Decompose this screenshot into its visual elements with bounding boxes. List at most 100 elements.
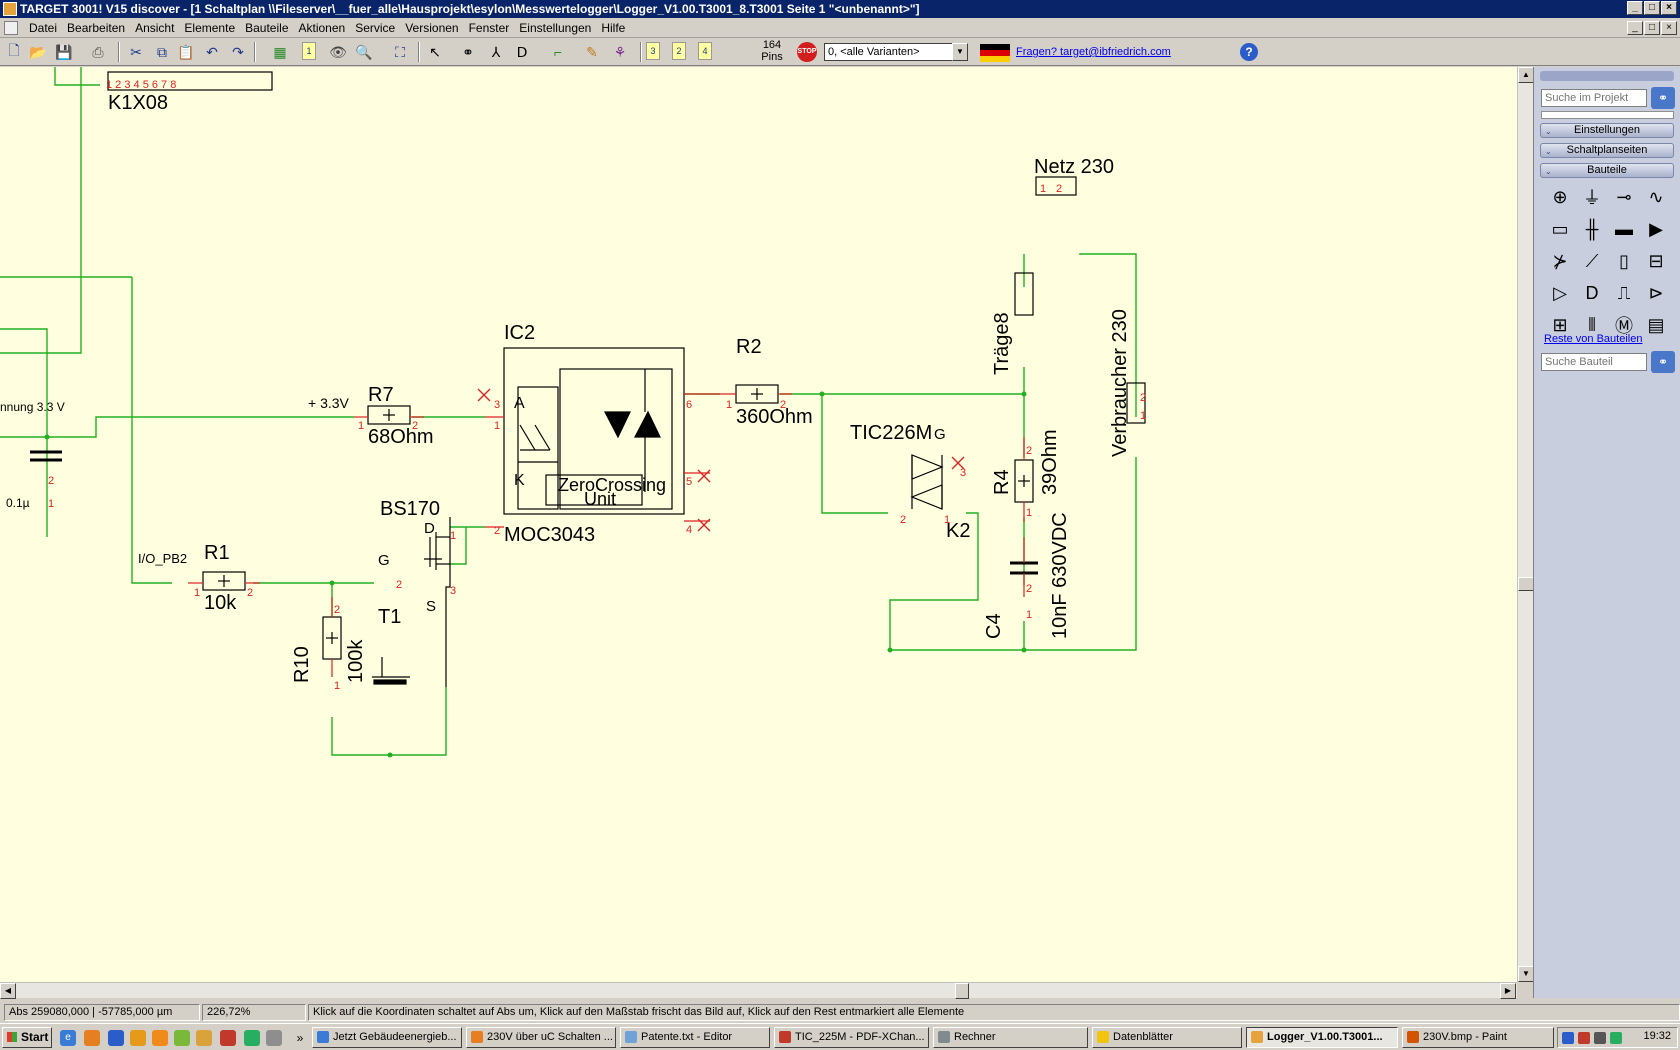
menu-item[interactable]: Versionen (405, 21, 459, 35)
menu-item[interactable]: Service (355, 21, 396, 35)
bus-icon[interactable]: ⌐ (553, 44, 563, 60)
gate-icon[interactable]: D (1585, 282, 1599, 303)
menu-item[interactable]: Fenster (468, 21, 510, 35)
panel-grip[interactable] (1540, 71, 1674, 81)
zoom-icon[interactable]: 🔍 (355, 43, 373, 60)
scroll-up-icon[interactable]: ▲ (1518, 67, 1534, 83)
tray-app-icon[interactable] (1610, 1032, 1622, 1044)
section-einstellungen[interactable]: ⌄ Einstellungen (1540, 123, 1674, 138)
clock-icon[interactable]: ⎍ (1617, 282, 1631, 303)
project-search-input[interactable] (1541, 89, 1647, 107)
variant-select[interactable]: 0, <alle Varianten> (824, 43, 967, 61)
open-icon[interactable]: 📂 (29, 43, 47, 60)
scroll-left-icon[interactable]: ◀ (0, 983, 16, 999)
firefox-icon[interactable] (84, 1030, 100, 1046)
rest-parts-link[interactable]: Reste von Bauteilen (1544, 333, 1643, 345)
task-button[interactable]: Patente.txt - Editor (620, 1027, 770, 1048)
zoom-readout[interactable]: 226,72% (202, 1004, 306, 1021)
pointer-icon[interactable]: ↖ (429, 43, 441, 60)
start-button[interactable]: Start (2, 1027, 52, 1048)
transistor-icon[interactable]: ⊁ (1552, 250, 1568, 271)
menu-item[interactable]: Aktionen (298, 21, 346, 35)
save-icon[interactable]: 💾 (55, 43, 73, 60)
wire-icon[interactable]: ⅄ (491, 43, 501, 60)
measure-icon[interactable]: ⚘ (613, 43, 627, 60)
mdi-restore-button[interactable]: □ (1644, 21, 1660, 35)
task-button[interactable]: TIC_225M - PDF-XChan... (774, 1027, 929, 1048)
stop-button[interactable]: STOP (797, 42, 817, 62)
binoculars-icon[interactable]: ⚭ (1651, 351, 1675, 373)
task-button[interactable]: Rechner (933, 1027, 1088, 1048)
task-button[interactable]: Jetzt Gebäudeenergieb... (312, 1027, 462, 1048)
box-icon[interactable] (196, 1030, 212, 1046)
opamp-icon[interactable]: ▷ (1553, 282, 1567, 303)
mdi-minimize-button[interactable]: _ (1627, 21, 1643, 35)
copy-icon[interactable]: ⧉ (157, 43, 167, 60)
ie-icon[interactable]: e (60, 1030, 76, 1046)
new-icon[interactable]: 🗋 (8, 42, 20, 58)
motor-icon[interactable]: Ⓜ (1615, 316, 1633, 336)
print-icon[interactable]: ⎙ (92, 43, 104, 60)
task-button[interactable]: 230V.bmp - Paint (1402, 1027, 1554, 1048)
display-icon[interactable]: ▤ (1647, 314, 1665, 335)
diode-icon[interactable]: ▶ (1649, 218, 1663, 239)
component-icon[interactable]: ▦ (273, 43, 287, 60)
menu-item[interactable]: Bauteile (245, 21, 289, 35)
battery-icon[interactable]: ▬ (1615, 218, 1633, 239)
view-icon[interactable]: 👁 (329, 43, 347, 60)
scroll-right-icon[interactable]: ▶ (1500, 983, 1516, 999)
section-schaltplanseiten[interactable]: ⌄ Schaltplanseiten (1540, 143, 1674, 158)
security-icon[interactable] (1578, 1032, 1590, 1044)
menu-item[interactable]: Ansicht (135, 21, 175, 35)
task-button-active[interactable]: Logger_V1.00.T3001... (1246, 1027, 1398, 1048)
undo-icon[interactable]: ↶ (206, 43, 218, 60)
binoculars-icon[interactable]: ⚭ (1651, 87, 1675, 109)
horizontal-scroll-thumb[interactable] (955, 983, 969, 999)
chevron-down-icon[interactable]: ▼ (952, 43, 968, 61)
zoom-fit-icon[interactable]: ⛶ (395, 43, 405, 60)
menu-item[interactable]: Einstellungen (519, 21, 592, 35)
brush-icon[interactable]: ✎ (586, 43, 598, 60)
minimize-button[interactable]: _ (1627, 1, 1643, 15)
task-button[interactable]: Datenblätter (1092, 1027, 1242, 1048)
target-quicklaunch-icon[interactable] (244, 1030, 260, 1046)
help-icon[interactable]: ? (1240, 43, 1258, 61)
openoffice-icon[interactable] (220, 1030, 236, 1046)
document-icon[interactable] (4, 21, 18, 35)
gate-tool-icon[interactable]: ᗞ (516, 43, 528, 60)
maximize-button[interactable]: □ (1644, 1, 1660, 15)
network-icon[interactable] (1562, 1032, 1574, 1044)
ground-icon[interactable]: ⏚ (1583, 188, 1601, 208)
butterfly-icon[interactable] (130, 1030, 146, 1046)
vlc-icon[interactable] (152, 1030, 168, 1046)
relay-icon[interactable]: ⊞ (1552, 314, 1568, 335)
menu-item[interactable]: Elemente (184, 21, 236, 35)
capacitor-icon[interactable]: ╫ (1585, 218, 1599, 239)
binoculars-icon[interactable]: ⚭ (462, 43, 474, 60)
vertical-scrollbar[interactable]: ▲ ▼ (1517, 67, 1534, 982)
layer-3-button[interactable]: 3 (646, 42, 660, 60)
status-hint[interactable]: Klick auf die Koordinaten schaltet auf A… (308, 1004, 1680, 1021)
thunderbird-icon[interactable] (108, 1030, 124, 1046)
layer-2-button[interactable]: 2 (672, 42, 686, 60)
connector-icon[interactable]: ⊸ (1616, 186, 1632, 207)
scroll-down-icon[interactable]: ▼ (1518, 966, 1534, 982)
led-icon[interactable]: ⊳ (1648, 282, 1664, 303)
switch-icon[interactable]: ⟋ (1585, 250, 1599, 271)
menu-item[interactable]: Bearbeiten (67, 21, 126, 35)
mdi-close-button[interactable]: × (1661, 21, 1677, 35)
task-button[interactable]: 230V über uC Schalten ... (466, 1027, 616, 1048)
source-icon[interactable]: ⊕ (1552, 186, 1568, 207)
section-bauteile[interactable]: ⌄ Bauteile (1540, 163, 1674, 178)
german-flag-icon[interactable] (980, 44, 1010, 62)
redo-icon[interactable]: ↷ (232, 43, 244, 60)
inductor-icon[interactable]: ∿ (1648, 186, 1664, 207)
vertical-scroll-thumb[interactable] (1518, 577, 1534, 591)
transformer-icon[interactable]: ⫴ (1588, 314, 1596, 335)
crystal-icon[interactable]: ▯ (1619, 250, 1629, 271)
paste-icon[interactable]: 📋 (177, 43, 195, 60)
tool-icon[interactable] (266, 1030, 282, 1046)
resistor-icon[interactable]: ▭ (1551, 218, 1569, 239)
app-quicklaunch-icon[interactable] (174, 1030, 190, 1046)
